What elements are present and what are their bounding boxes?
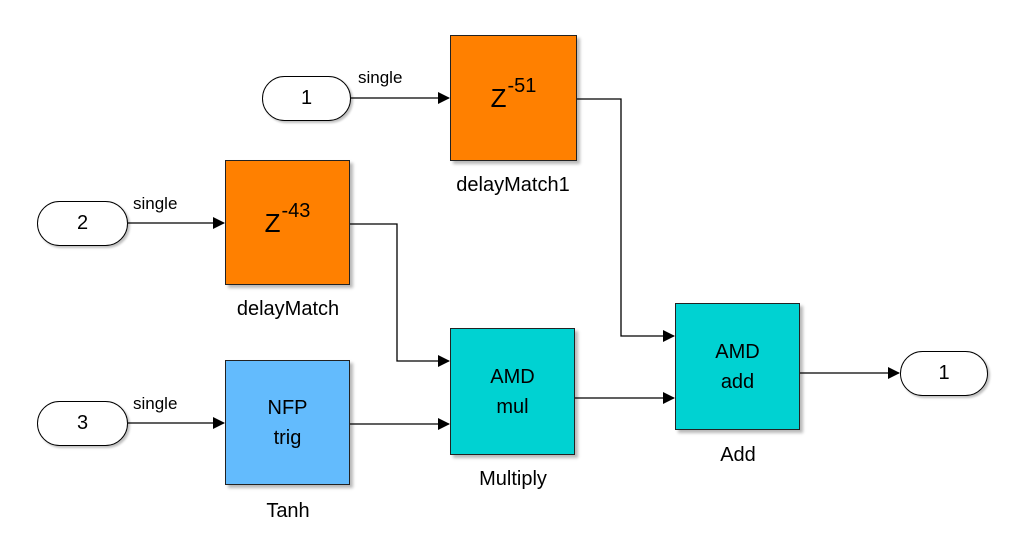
inport-number: 2 [76, 212, 89, 234]
block-text-line2: mul [496, 395, 529, 418]
outport-number: 1 [938, 362, 950, 384]
delaymatch-block[interactable]: Z-43 [225, 160, 350, 285]
delaymatch-label: delayMatch [236, 298, 340, 320]
add-block[interactable]: AMD add [675, 303, 800, 430]
inport-number: 1 [300, 87, 313, 109]
delaymatch1-label: delayMatch1 [456, 174, 570, 196]
wire-delaymatch1-to-add[interactable] [577, 98, 675, 342]
inport-2[interactable]: 2 [37, 201, 128, 246]
add-label: Add [720, 444, 756, 466]
delay-expression: Z-43 [264, 199, 311, 238]
tanh-block[interactable]: NFP trig [225, 360, 350, 485]
block-text-line1: AMD [490, 365, 535, 388]
delay-expression: Z-51 [490, 75, 537, 113]
multiply-block[interactable]: AMD mul [450, 328, 575, 455]
multiply-label: Multiply [479, 468, 547, 490]
outport-1[interactable]: 1 [900, 351, 988, 396]
inport-1[interactable]: 1 [262, 76, 351, 121]
signal-label-inport2: single [133, 194, 178, 213]
signal-label-inport3: single [133, 394, 178, 413]
tanh-label: Tanh [266, 500, 310, 522]
block-text-line2: trig [273, 426, 302, 449]
wire-delaymatch-to-multiply[interactable] [350, 223, 450, 367]
inport-number: 3 [76, 412, 89, 434]
block-text-line1: NFP [267, 396, 308, 419]
delaymatch1-block[interactable]: Z-51 [450, 35, 577, 161]
inport-3[interactable]: 3 [37, 401, 128, 446]
signal-label-inport1: single [358, 68, 403, 87]
block-text-line2: add [720, 370, 755, 393]
block-text-line1: AMD [715, 340, 760, 363]
